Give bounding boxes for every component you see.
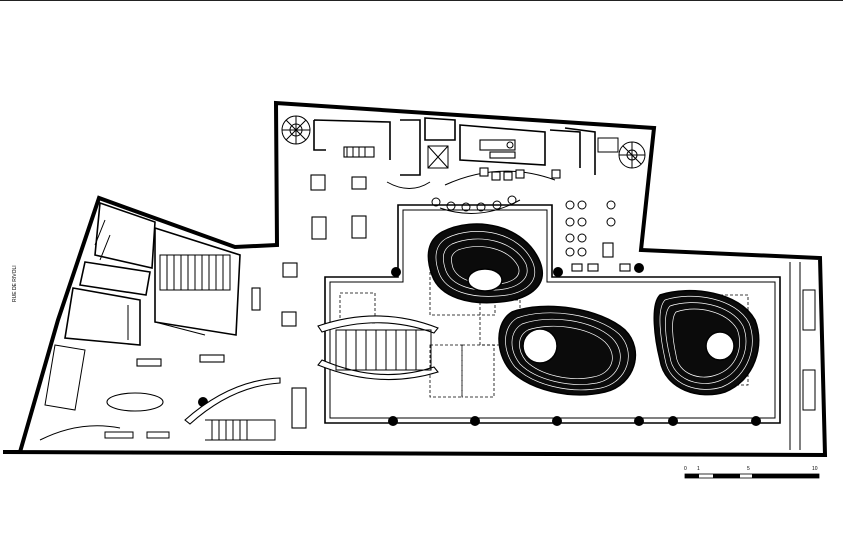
- lobby-furniture: [39, 354, 281, 441]
- sculpture-pod-3: [653, 289, 760, 396]
- stair-upper-right: [597, 137, 646, 169]
- bar-stools: [479, 167, 561, 181]
- top-border-line: [0, 0, 843, 1]
- scale-tick-5: 5: [747, 466, 750, 472]
- left-wing-rooms: [44, 201, 241, 411]
- street-label: RUE DE RIVOLI: [12, 265, 18, 302]
- sculpture-pod-1: [427, 223, 543, 304]
- platform-seating: [431, 195, 521, 214]
- upper-lounge-furniture: [251, 174, 367, 429]
- sculpture-pod-2: [498, 305, 636, 396]
- scale-tick-0: 0: [684, 466, 687, 472]
- curved-bench: [317, 315, 439, 381]
- exterior-walls: [2, 100, 828, 458]
- scale-bar: 0 1 5 10: [684, 466, 820, 479]
- scale-tick-1: 1: [697, 466, 700, 472]
- stair-upper-left: [281, 115, 311, 145]
- back-of-house-rooms: [313, 117, 596, 189]
- right-side-details: [565, 200, 816, 450]
- structural-columns: [119, 263, 761, 426]
- scale-tick-10: 10: [812, 466, 818, 472]
